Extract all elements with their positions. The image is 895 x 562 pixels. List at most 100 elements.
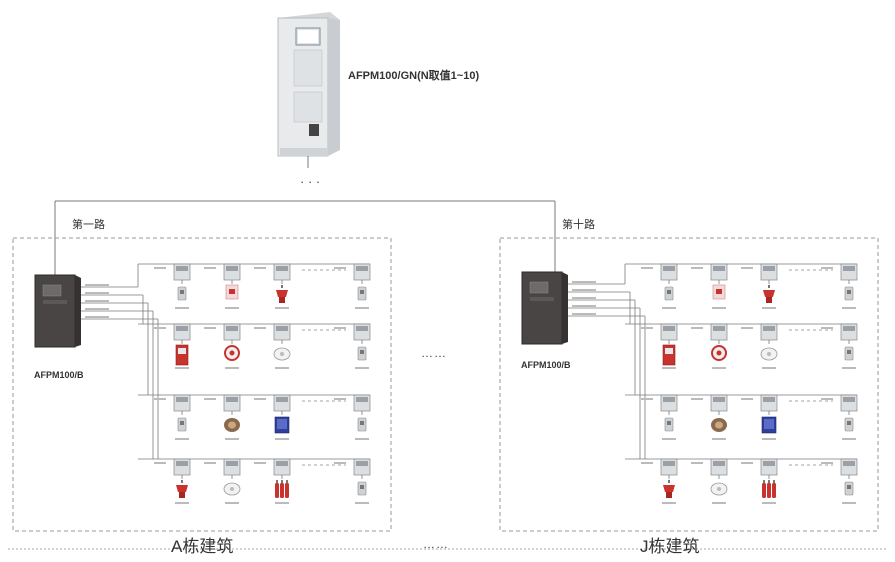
device-caption: [662, 502, 676, 504]
field-device-grey: [842, 346, 856, 369]
device-caption: [225, 438, 239, 440]
field-device-red-round: [711, 345, 727, 369]
io-module: [760, 263, 778, 281]
io-module: [760, 458, 778, 476]
device-caption: [175, 367, 189, 369]
io-module: [273, 458, 291, 476]
device-caption: [662, 367, 676, 369]
device-caption: [712, 438, 726, 440]
device-caption: [762, 367, 776, 369]
io-module: [710, 394, 728, 412]
field-device-grey: [662, 286, 676, 309]
device-caption: [842, 502, 856, 504]
trunk-label: [572, 305, 596, 307]
panel-a-label: AFPM100/B: [34, 370, 84, 380]
device-caption: [662, 438, 676, 440]
trunk-label: [572, 289, 596, 291]
device-caption: [175, 307, 189, 309]
field-device-white-round: [273, 347, 291, 369]
field-device-red-bottles: [275, 480, 289, 504]
io-module: [273, 263, 291, 281]
module-address: [641, 267, 653, 269]
field-device-grey: [175, 417, 189, 440]
device-caption: [275, 367, 289, 369]
device-caption: [712, 367, 726, 369]
trunk-label: [85, 292, 109, 294]
module-address: [254, 327, 266, 329]
field-device-red-hydrant: [275, 285, 289, 309]
device-caption: [225, 502, 239, 504]
field-device-grey: [842, 286, 856, 309]
io-module: [353, 458, 371, 476]
module-address: [821, 267, 833, 269]
building-j-label: J栋建筑: [640, 537, 700, 556]
device-caption: [355, 307, 369, 309]
building-a-label: A栋建筑: [171, 537, 234, 556]
io-module: [353, 323, 371, 341]
io-module: [660, 323, 678, 341]
io-module: [173, 263, 191, 281]
module-address: [154, 267, 166, 269]
module-address: [334, 398, 346, 400]
io-module: [840, 323, 858, 341]
field-device-white-round: [710, 482, 728, 504]
module-address: [254, 398, 266, 400]
module-address: [204, 267, 216, 269]
module-address: [691, 327, 703, 329]
module-address: [691, 267, 703, 269]
module-address: [154, 398, 166, 400]
module-address: [204, 398, 216, 400]
module-address: [334, 327, 346, 329]
field-device-red-hydrant: [762, 285, 776, 309]
module-address: [741, 398, 753, 400]
io-module: [760, 323, 778, 341]
io-module: [353, 394, 371, 412]
io-module: [273, 323, 291, 341]
device-caption: [225, 367, 239, 369]
building-a-box: [12, 237, 392, 532]
module-row: [625, 394, 858, 440]
field-device-grey: [842, 481, 856, 504]
field-device-red-cabinet: [662, 344, 676, 369]
module-address: [254, 267, 266, 269]
module-row: [138, 394, 371, 440]
trunk-label: [85, 300, 109, 302]
device-caption: [762, 307, 776, 309]
field-device-grey: [355, 481, 369, 504]
io-module: [223, 394, 241, 412]
fire-alarm-panel: [34, 274, 81, 348]
io-module: [660, 458, 678, 476]
device-caption: [355, 438, 369, 440]
field-device-blue: [761, 416, 777, 440]
trunk-label: [85, 316, 109, 318]
io-module: [223, 263, 241, 281]
module-address: [254, 462, 266, 464]
device-caption: [842, 367, 856, 369]
device-caption: [762, 502, 776, 504]
module-address: [691, 462, 703, 464]
field-device-red-hydrant: [175, 480, 189, 504]
device-caption: [662, 307, 676, 309]
panel-j-label: AFPM100/B: [521, 360, 571, 370]
module-address: [204, 462, 216, 464]
module-row: [625, 263, 858, 309]
module-address: [821, 462, 833, 464]
module-address: [741, 327, 753, 329]
building-a-network: [34, 263, 371, 504]
module-address: [641, 398, 653, 400]
trunk-label: [85, 284, 109, 286]
module-address: [741, 462, 753, 464]
io-module: [710, 263, 728, 281]
device-caption: [275, 307, 289, 309]
io-module: [223, 323, 241, 341]
field-device-grey: [355, 286, 369, 309]
io-module: [840, 263, 858, 281]
bus-ellipsis: · · ·: [300, 174, 320, 189]
bottom-ellipsis: ……: [423, 537, 449, 551]
signal-lines: [81, 264, 159, 459]
trunk-label: [572, 281, 596, 283]
field-device-brown: [711, 418, 727, 440]
io-module: [173, 323, 191, 341]
